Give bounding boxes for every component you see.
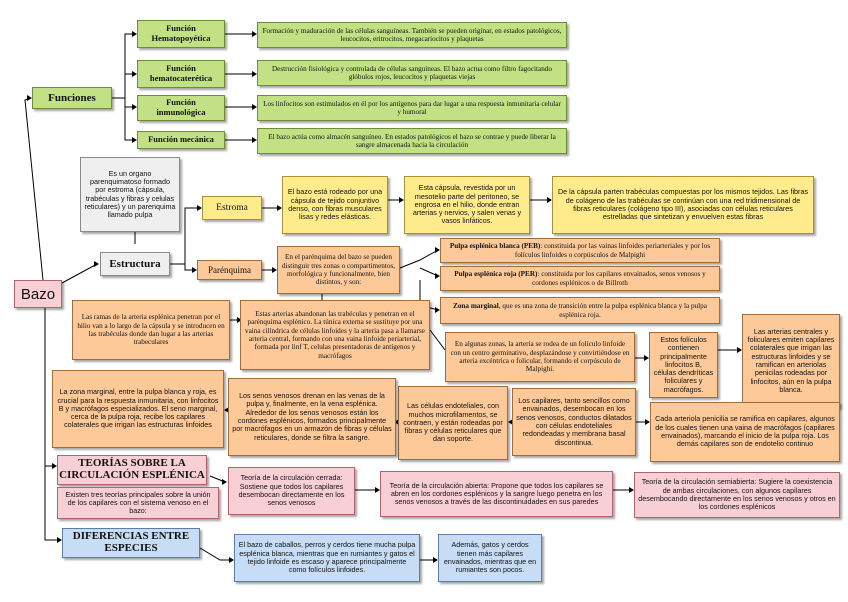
diferencias-t1: El bazo de caballos, perros y cerdos tie… — [238, 540, 416, 575]
parenquima-label: Parénquima — [208, 265, 251, 275]
arterias-centrales-span: Las arterias centrales y foliculares emi… — [747, 326, 835, 394]
capilares-text: Los capilares, tanto sencillos como enva… — [512, 388, 636, 456]
description-text: Es un organo parenquimatoso formado por … — [84, 168, 176, 220]
teoria-abierta-text: Teoría de la circulación abierta: Propon… — [389, 480, 604, 507]
funcion-inmunologica-title[interactable]: Función inmunológica — [137, 95, 225, 121]
funcion-inmunologica-text: Los linfocitos son estimulados en él por… — [257, 95, 567, 121]
root-node-bazo[interactable]: Bazo — [14, 280, 62, 308]
funcion-text: Formación y maduración de las células sa… — [262, 26, 562, 43]
cada-arteriola-text: Cada arteriola penicilia se ramifica en … — [650, 402, 840, 462]
teoria-semiabierta: Teoría de la circulación semiabierta: Su… — [634, 472, 840, 518]
zona-text: Pulpa esplénica roja (PER): constituida … — [444, 270, 716, 287]
arterias-centrales-text: Las arterias centrales y foliculares emi… — [742, 314, 840, 408]
zona-pulpa-blanca: Pulpa esplénica blanca (PEB): constituid… — [440, 238, 720, 263]
zona-rest: , que es una zona de transición entre la… — [498, 302, 707, 319]
estroma-text: Esta cápsula, revestida por un mesotelio… — [412, 183, 522, 226]
teoria-abierta: Teoría de la circulación abierta: Propon… — [380, 471, 613, 517]
funcion-hematocateretica-text: Destrucción fisiológica y controlada de … — [257, 60, 567, 86]
zona-rest: : constituida por las vainas linfoides p… — [514, 242, 711, 259]
funcion-text: Los linfocitos son estimulados en él por… — [263, 99, 561, 116]
ramas-arteria-text: Las ramas de la arteria esplénica penetr… — [72, 300, 230, 360]
foliculos-text: Estos folículos contienen principalmente… — [653, 335, 714, 394]
teoria-cerrada: Teoría de la circulación cerrada: Sostie… — [228, 467, 355, 515]
teorias-title[interactable]: TEORÍAS SOBRE LA CIRCULACIÓN ESPLÉNICA — [57, 455, 207, 485]
zona-marginal-span: La zona marginal, entre la pulpa blanca … — [57, 387, 219, 430]
estroma-label: Estroma — [216, 203, 248, 213]
parenquima-intro-text: En el parénquima del bazo se pueden dist… — [281, 253, 396, 287]
parenquima-node[interactable]: Parénquima — [197, 260, 262, 280]
diferencias-text-2: Además, gatos y cerdos tienen más capila… — [438, 534, 542, 582]
funcion-title-text: Función mecánica — [148, 134, 214, 145]
arterias-trabeculares-text: Estas arterias abandonan las trabéculas … — [240, 300, 430, 370]
funcion-title-text: Función inmunológica — [156, 97, 206, 117]
senos-span: Los senos venosos drenan en las venas de… — [232, 391, 392, 442]
zona-text: Pulpa esplénica blanca (PEB): constituid… — [444, 242, 716, 259]
estructura-node[interactable]: Estructura — [100, 252, 170, 276]
foliculo-text: En algunas zonas, la arteria se rodea de… — [450, 340, 630, 374]
zona-bold: Pulpa esplénica blanca (PEB) — [449, 242, 541, 251]
estroma-text-3: De la cápsula parten trabéculas compuest… — [552, 176, 814, 234]
funcion-mecanica-text: El bazo actúa como almacén sanguíneo. En… — [257, 128, 567, 154]
estructura-description: Es un organo parenquimatoso formado por … — [80, 157, 180, 232]
diferencias-title[interactable]: DIFERENCIAS ENTRE ESPECIES — [62, 528, 200, 558]
zona-text: Zona marginal, que es una zona de transi… — [444, 302, 716, 319]
cada-arteriola-span: Cada arteriola penicilia se ramifica en … — [655, 414, 835, 449]
teorias-intro: Existen tres teorías principales sobre l… — [57, 487, 219, 519]
teoria-cerrada-text: Teoría de la circulación cerrada: Sostie… — [238, 473, 345, 508]
teorias-title-text: TEORÍAS SOBRE LA CIRCULACIÓN ESPLÉNICA — [59, 457, 205, 481]
funciones-node[interactable]: Funciones — [32, 87, 112, 109]
foliculos-contienen-text: Estos folículos contienen principalmente… — [649, 332, 718, 398]
funcion-title-text: Función Hematopoyética — [151, 23, 211, 43]
diferencias-title-text: DIFERENCIAS ENTRE ESPECIES — [72, 530, 190, 554]
teorias-intro-text: Existen tres teorías principales sobre l… — [65, 489, 211, 516]
funcion-mecanica-title[interactable]: Función mecánica — [137, 131, 225, 149]
celulas-span: Las células endoteliales, con muchos mic… — [403, 401, 503, 444]
funcion-hematocateretica-title[interactable]: Función hematocaterética — [137, 60, 225, 88]
estroma-node[interactable]: Estroma — [202, 196, 262, 220]
capilares-span: Los capilares, tanto sencillos como enva… — [516, 396, 632, 447]
foliculo-linfoide-text: En algunas zonas, la arteria se rodea de… — [445, 332, 635, 382]
diferencias-t2: Además, gatos y cerdos tienen más capila… — [443, 540, 537, 575]
funcion-text: El bazo actúa como almacén sanguíneo. En… — [268, 132, 556, 149]
zona-marginal-detail-text: La zona marginal, entre la pulpa blanca … — [52, 370, 224, 448]
funcion-hematopoyetica-title[interactable]: Función Hematopoyética — [137, 20, 225, 48]
zona-bold: Pulpa esplénica roja (PER) — [454, 270, 538, 279]
estroma-text: El bazo está rodeado por una cápsula de … — [287, 187, 383, 222]
celulas-endoteliales-text: Las células endoteliales, con muchos mic… — [398, 386, 508, 460]
senos-venosos-text: Los senos venosos drenan en las venas de… — [228, 378, 396, 456]
teoria-semiabierta-text: Teoría de la circulación semiabierta: Su… — [638, 477, 836, 512]
estructura-label: Estructura — [109, 258, 161, 270]
arterias-text: Estas arterias abandonan las trabéculas … — [244, 310, 425, 360]
zona-bold: Zona marginal — [453, 302, 499, 311]
zona-rest: : constituida por los capilares envainad… — [532, 270, 706, 287]
estroma-text-1: El bazo está rodeado por una cápsula de … — [282, 176, 388, 234]
zona-pulpa-roja: Pulpa esplénica roja (PER): constituida … — [440, 266, 720, 291]
funciones-label: Funciones — [48, 92, 96, 104]
funcion-hematopoyetica-text: Formación y maduración de las células sa… — [257, 22, 567, 48]
diferencias-text-1: El bazo de caballos, perros y cerdos tie… — [234, 534, 420, 582]
funcion-text: Destrucción fisiológica y controlada de … — [271, 64, 552, 81]
root-label: Bazo — [20, 285, 56, 303]
funcion-title-text: Función hematocaterética — [149, 63, 213, 83]
ramas-text: Las ramas de la arteria esplénica penetr… — [77, 313, 225, 347]
estroma-text-2: Esta cápsula, revestida por un mesotelio… — [404, 176, 530, 234]
parenquima-intro: En el parénquima del bazo se pueden dist… — [277, 246, 400, 294]
zona-marginal-box: Zona marginal, que es una zona de transi… — [440, 297, 720, 324]
estroma-text: De la cápsula parten trabéculas compuest… — [557, 187, 809, 222]
